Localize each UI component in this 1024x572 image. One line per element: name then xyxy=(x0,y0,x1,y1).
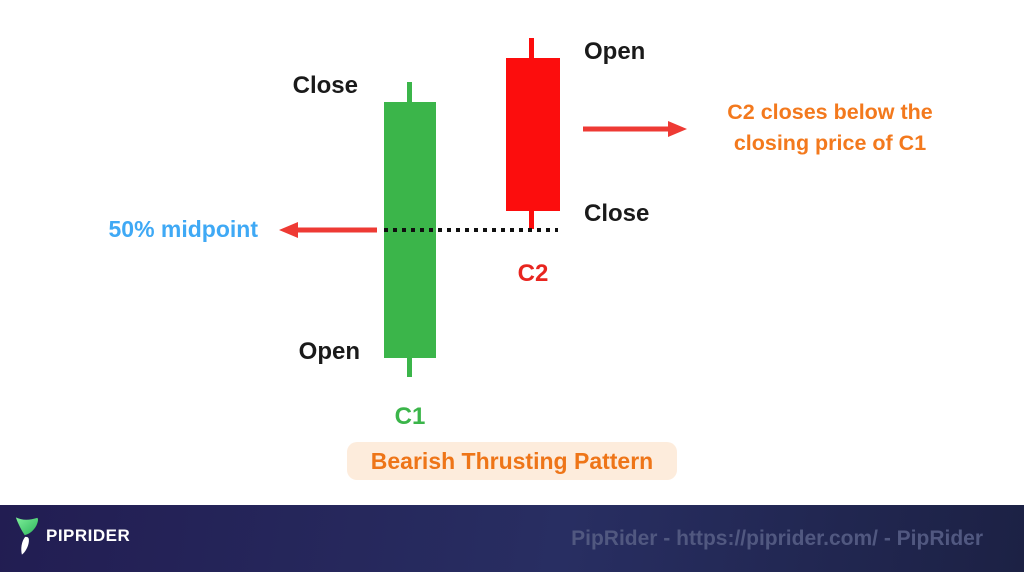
pattern-title-badge: Bearish Thrusting Pattern xyxy=(347,442,677,480)
c2-open-label: Open xyxy=(584,38,646,65)
c1-lower-wick xyxy=(407,358,412,377)
right-arrow-icon xyxy=(583,121,687,137)
brand-logo: PIPRIDER xyxy=(14,515,130,557)
c2-upper-wick xyxy=(529,38,534,59)
brand-name: PIPRIDER xyxy=(46,526,131,545)
annotation-line-1: C2 closes below the xyxy=(727,100,933,124)
midpoint-label: 50% midpoint xyxy=(108,216,258,242)
footer-credit-text: PipRider - https://piprider.com/ - PipRi… xyxy=(571,527,983,550)
annotation-line-2: closing price of C1 xyxy=(733,131,927,155)
left-arrow-icon xyxy=(279,222,377,238)
midpoint-dotted-line xyxy=(384,228,558,232)
footer-bar: PIPRIDER PipRider - https://piprider.com… xyxy=(0,505,1024,572)
c1-upper-wick xyxy=(407,82,412,103)
c2-name-label: C2 xyxy=(517,260,549,287)
c1-name-label: C1 xyxy=(394,403,426,430)
c1-close-label: Close xyxy=(292,72,358,99)
c2-lower-wick xyxy=(529,211,534,229)
c2-close-label: Close xyxy=(584,200,650,227)
c2-candle-body xyxy=(506,58,560,211)
c1-open-label: Open xyxy=(298,338,360,365)
piprider-logo-icon xyxy=(15,517,39,555)
c2-close-annotation: C2 closes below the closing price of C1 xyxy=(685,97,975,159)
